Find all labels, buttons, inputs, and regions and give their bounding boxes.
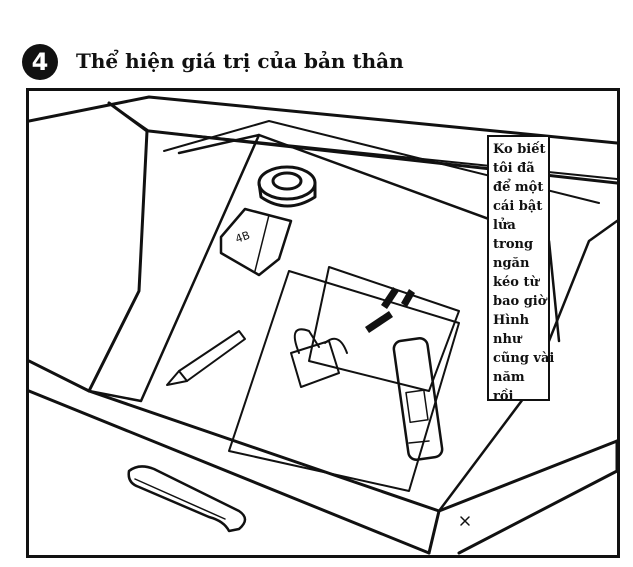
section-title: Thể hiện giá trị của bản thân [76,49,404,73]
paper-sheet [228,270,460,492]
speech-bubble: Ko biết tôi đã để một cái bật lửa trong … [487,135,554,404]
drawer-handle [127,465,247,533]
impact-lines [365,287,415,333]
desk-top-edge [29,95,617,145]
drawer-front-top [29,359,617,513]
screw-mark [460,516,470,526]
speech-bubble-text: Ko biết tôi đã để một cái bật lửa trong … [493,142,555,404]
drawer-illustration: 4B [29,95,617,555]
drawer-right-side [437,219,617,513]
drawer-right-front [457,439,617,555]
drawer-inner-left [87,133,261,403]
eraser-label: 4B [234,229,252,246]
paper-sheet-back [308,266,460,392]
page-header: 4 Thể hiện giá trị của bản thân [22,42,622,82]
comic-panel: 4B Ko biết tôi đã để một cái bật lửa tro… [26,88,620,558]
drawer-front-bottom [29,389,431,555]
step-number-badge: 4 [22,44,58,80]
drawer-left-wall [87,101,149,393]
drawer-front-right [427,509,441,555]
lighter [392,337,444,461]
binder-clip [290,340,340,388]
pencil [178,330,246,382]
